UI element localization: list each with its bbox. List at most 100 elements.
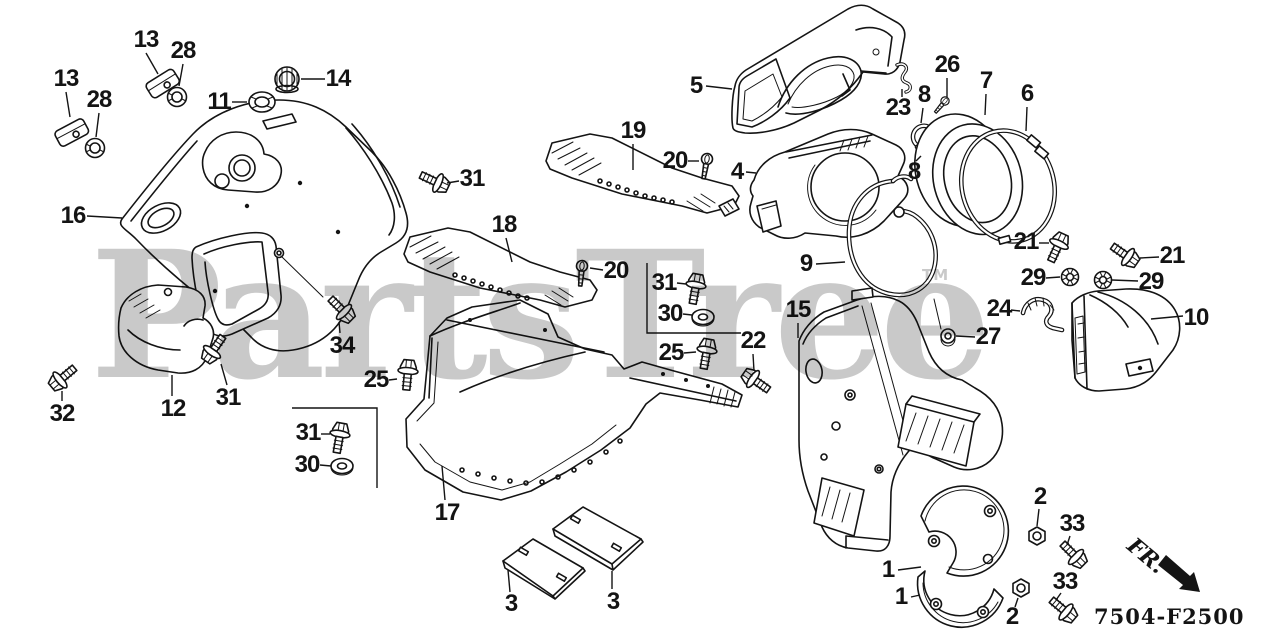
leader-line-24	[1010, 309, 1021, 312]
callout-9: 9	[799, 250, 813, 277]
callout-7: 7	[979, 67, 993, 94]
callout-29: 29	[1138, 268, 1165, 295]
leader-line-7	[984, 93, 987, 116]
callout-18: 18	[491, 211, 518, 238]
callout-5: 5	[689, 72, 703, 99]
callout-1: 1	[881, 556, 895, 583]
leader-line-13	[145, 52, 159, 75]
callout-4: 4	[730, 158, 744, 185]
callout-31: 31	[295, 419, 322, 446]
part-9-tube-drawing	[846, 174, 942, 330]
part-12-cover-drawing	[117, 284, 215, 374]
callout-25: 25	[363, 366, 390, 393]
callout-3: 3	[606, 588, 620, 615]
callout-16: 16	[60, 202, 87, 229]
leader-line-30	[682, 313, 693, 316]
callout-25: 25	[658, 339, 685, 366]
callout-2: 2	[1033, 483, 1047, 510]
leader-line-1	[897, 566, 922, 571]
hardware-group-box-1	[646, 263, 741, 334]
callout-31: 31	[459, 165, 486, 192]
leader-line-9	[815, 261, 846, 265]
part-24-clamp-drawing	[1020, 296, 1065, 333]
leader-line-31	[446, 180, 460, 184]
leader-line-5	[705, 85, 733, 90]
part-28-grommet-drawing	[166, 86, 188, 108]
callout-8: 8	[917, 81, 931, 108]
callout-31: 31	[215, 384, 242, 411]
leader-line-22	[752, 353, 755, 372]
callout-10: 10	[1183, 304, 1210, 331]
leader-line-25	[388, 378, 398, 381]
callout-33: 33	[1059, 510, 1086, 537]
part-27-grommet-drawing	[940, 328, 956, 347]
part-19-shield-drawing	[545, 133, 740, 214]
leader-line-31	[220, 363, 228, 386]
callout-20: 20	[603, 257, 630, 284]
callout-24: 24	[986, 295, 1013, 322]
callout-13: 13	[53, 65, 80, 92]
leader-line-16	[86, 215, 123, 219]
leader-line-10	[1150, 315, 1184, 320]
callout-15: 15	[785, 296, 812, 323]
hardware-group-box-2	[292, 407, 378, 488]
part-15-cover-drawing	[798, 287, 1004, 552]
callout-13: 13	[133, 26, 160, 53]
callout-23: 23	[885, 94, 912, 121]
callout-6: 6	[1020, 80, 1034, 107]
leader-line-17	[441, 465, 446, 501]
leader-line-27	[955, 335, 976, 338]
part-23-clip-drawing	[895, 62, 912, 94]
callout-28: 28	[86, 86, 113, 113]
callout-3: 3	[504, 590, 518, 617]
part-6-band-drawing	[958, 128, 1058, 245]
part-4-shroud-drawing	[718, 128, 909, 239]
part-13-clip-drawing	[54, 118, 90, 147]
callout-20: 20	[662, 147, 689, 174]
callout-11: 11	[207, 88, 231, 115]
callout-21: 21	[1013, 228, 1040, 255]
part-17-cover-drawing	[405, 299, 743, 501]
leader-line-2	[1036, 508, 1040, 527]
drawing-code: 7504-F2500	[1094, 604, 1245, 629]
callout-30: 30	[657, 300, 684, 327]
callout-32: 32	[49, 400, 76, 427]
callout-1: 1	[894, 583, 908, 610]
part-18-shield-drawing	[403, 227, 598, 308]
callout-12: 12	[160, 395, 187, 422]
callout-29: 29	[1020, 264, 1047, 291]
part-11-grommet-drawing	[248, 91, 276, 113]
callout-30: 30	[294, 451, 321, 478]
leader-line-21	[1139, 256, 1160, 259]
callout-8: 8	[907, 158, 921, 185]
callout-31: 31	[651, 269, 678, 296]
fr-direction-arrow	[1158, 555, 1200, 592]
leader-line-25	[683, 351, 697, 354]
leader-line-18	[505, 237, 513, 263]
leader-line-20	[589, 267, 604, 271]
leader-line-30	[319, 464, 332, 467]
callout-21: 21	[1159, 242, 1186, 269]
part-5-duct-drawing	[731, 4, 906, 134]
part-1-covers-drawing	[916, 485, 1010, 629]
callout-28: 28	[170, 37, 197, 64]
leader-line-3	[507, 569, 511, 593]
callout-27: 27	[975, 323, 1002, 350]
leader-line-28	[95, 112, 100, 138]
callout-34: 34	[329, 332, 356, 359]
leader-line-28	[178, 63, 184, 87]
part-3-plates-drawing	[502, 506, 644, 600]
part-13-clip-drawing	[145, 68, 181, 99]
leader-line-34	[338, 321, 341, 334]
leader-line-33	[1055, 592, 1062, 601]
part-10-cover-drawing	[1071, 288, 1181, 392]
leader-line-4	[745, 171, 757, 174]
leader-line-2	[1014, 597, 1019, 608]
callout-26: 26	[934, 51, 961, 78]
callout-14: 14	[325, 65, 352, 92]
leader-line-13	[65, 91, 71, 118]
